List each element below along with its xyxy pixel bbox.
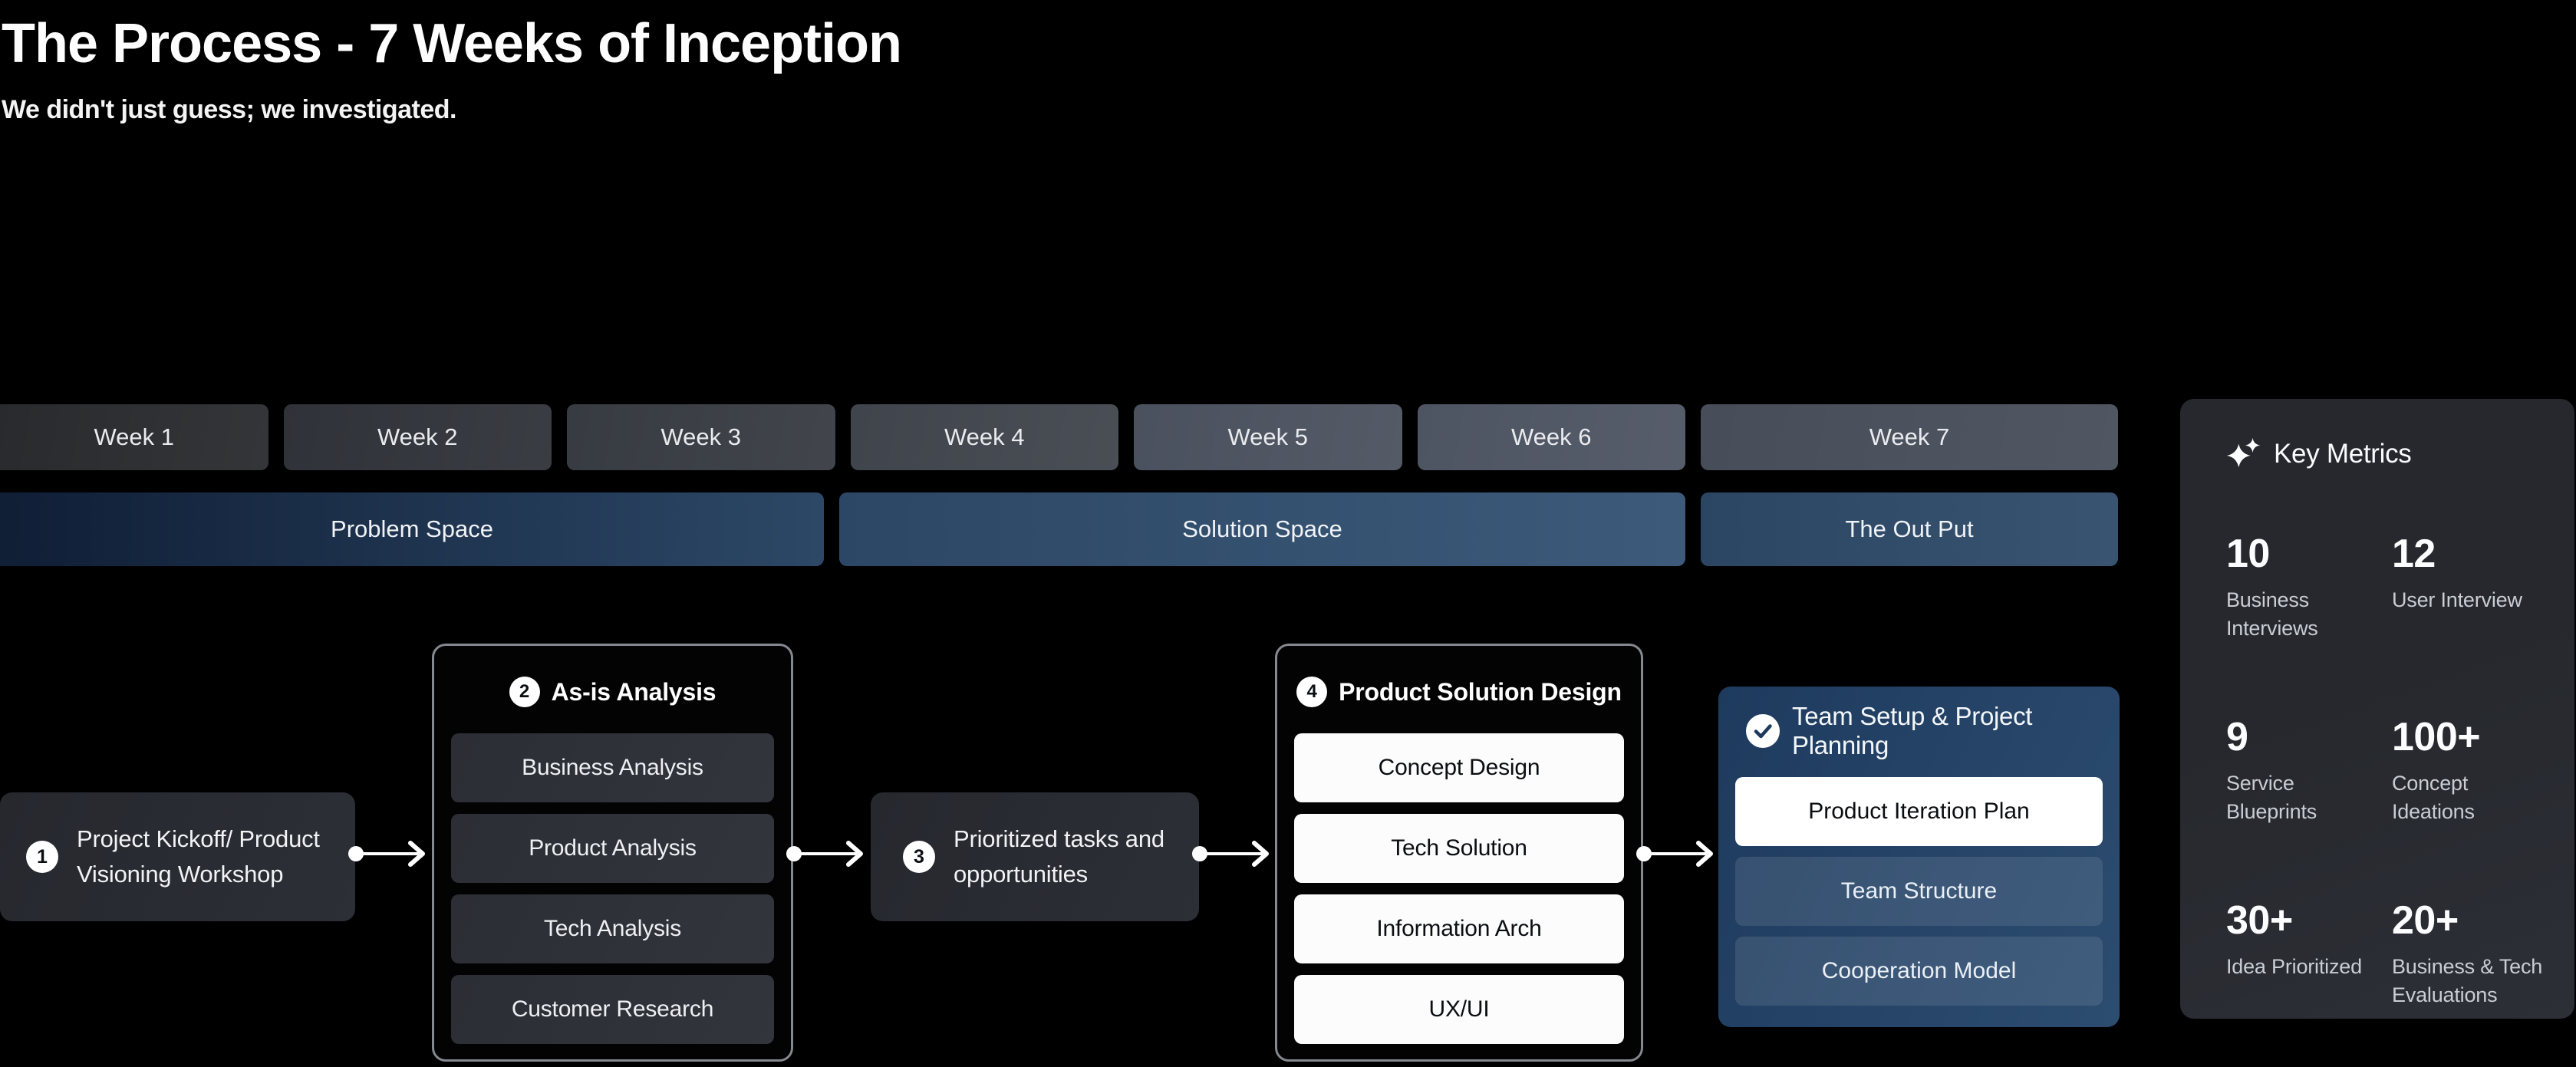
phase-label: The Out Put (1845, 515, 1974, 542)
team-item: Product Iteration Plan (1735, 777, 2103, 846)
group-header: 2 As-is Analysis (451, 675, 774, 709)
team-item: Team Structure (1735, 857, 2103, 926)
week-cell-6: Week 6 (1417, 404, 1685, 470)
group-title: As-is Analysis (551, 677, 716, 706)
week-cell-1: Week 1 (0, 404, 268, 470)
week-label: Week 2 (377, 423, 458, 450)
metric-label: User Interview (2392, 588, 2522, 612)
step-number: 3 (914, 845, 924, 868)
week-label: Week 4 (944, 423, 1025, 450)
metric-business-tech-evaluations: 20+ Business & Tech Evaluations (2392, 899, 2544, 1009)
phase-solution-space: Solution Space (839, 492, 1685, 566)
group-title: Product Solution Design (1339, 677, 1622, 706)
flow-card-prioritized-tasks: 3 Prioritized tasks and opportunities (871, 792, 1199, 921)
metric-user-interview: 12 User Interview (2392, 532, 2544, 642)
step-number: 1 (37, 845, 48, 868)
flow-card-label: Prioritized tasks and opportunities (954, 825, 1164, 888)
group-item: Business Analysis (451, 733, 774, 802)
team-panel-header: Team Setup & Project Planning (1735, 702, 2103, 759)
group-item: Concept Design (1294, 733, 1624, 802)
page-subtitle: We didn't just guess; we investigated. (2, 95, 457, 125)
step-number-badge: 1 (26, 841, 58, 873)
weeks-row: Week 1 Week 2 Week 3 Week 4 Week 5 Week … (0, 404, 2118, 470)
phase-the-out-put: The Out Put (1701, 492, 2118, 566)
week-cell-3: Week 3 (567, 404, 835, 470)
team-item: Cooperation Model (1735, 937, 2103, 1006)
phase-label: Problem Space (331, 515, 493, 542)
flow-arrow-icon (1636, 841, 1713, 867)
flow-card-project-kickoff: 1 Project Kickoff/ Product Visioning Wor… (0, 792, 355, 921)
phase-problem-space: Problem Space (0, 492, 824, 566)
metric-service-blueprints: 9 Service Blueprints (2226, 716, 2378, 825)
week-label: Week 5 (1227, 423, 1309, 450)
group-item: Tech Solution (1294, 814, 1624, 883)
week-label: Week 7 (1869, 423, 1950, 450)
metric-label: Idea Prioritized (2226, 955, 2362, 979)
group-header: 4 Product Solution Design (1294, 675, 1624, 709)
key-metrics-title: Key Metrics (2274, 439, 2412, 469)
metric-idea-prioritized: 30+ Idea Prioritized (2226, 899, 2378, 1009)
metric-value: 100+ (2392, 715, 2481, 760)
metric-value: 12 (2392, 532, 2436, 576)
sparkle-icon (2226, 437, 2261, 468)
step-number-badge: 3 (903, 841, 935, 873)
group-item: Information Arch (1294, 894, 1624, 963)
flow-group-as-is-analysis: 2 As-is Analysis Business Analysis Produ… (432, 644, 793, 1062)
key-metrics-panel: Key Metrics 10 Business Interviews 12 Us… (2180, 399, 2574, 1019)
flow-arrow-icon (786, 841, 863, 867)
week-cell-2: Week 2 (283, 404, 552, 470)
metric-label: Business Interviews (2226, 588, 2318, 640)
step-number-badge: 2 (509, 677, 540, 707)
group-items: Concept Design Tech Solution Information… (1294, 733, 1624, 1044)
group-item: UX/UI (1294, 975, 1624, 1044)
key-metrics-header: Key Metrics (2226, 436, 2544, 473)
group-item: Tech Analysis (451, 894, 774, 963)
week-cell-4: Week 4 (850, 404, 1118, 470)
week-cell-7: Week 7 (1701, 404, 2118, 470)
group-items: Business Analysis Product Analysis Tech … (451, 733, 774, 1044)
metric-business-interviews: 10 Business Interviews (2226, 532, 2378, 642)
metric-label: Concept Ideations (2392, 772, 2475, 823)
week-label: Week 3 (660, 423, 742, 450)
week-cell-5: Week 5 (1134, 404, 1402, 470)
team-panel-title: Team Setup & Project Planning (1792, 702, 2033, 759)
group-item: Customer Research (451, 975, 774, 1044)
step-number-badge: 4 (1296, 677, 1328, 707)
metric-value: 10 (2226, 532, 2270, 576)
check-icon (1746, 714, 1780, 748)
flow-card-label: Project Kickoff/ Product Visioning Works… (77, 825, 320, 888)
phase-label: Solution Space (1182, 515, 1342, 542)
week-label: Week 1 (94, 423, 175, 450)
slide-header: The Process - 7 Weeks of Inception We di… (2, 11, 902, 125)
team-panel-items: Product Iteration Plan Team Structure Co… (1735, 777, 2103, 1006)
flow-arrow-icon (348, 841, 425, 867)
metric-label: Service Blueprints (2226, 772, 2317, 823)
flow-group-product-solution-design: 4 Product Solution Design Concept Design… (1275, 644, 1643, 1062)
key-metrics-grid: 10 Business Interviews 12 User Interview… (2226, 532, 2544, 1009)
metric-value: 20+ (2392, 898, 2459, 944)
metric-concept-ideations: 100+ Concept Ideations (2392, 716, 2544, 825)
flow-arrow-icon (1192, 841, 1269, 867)
week-label: Week 6 (1510, 423, 1592, 450)
metric-value: 9 (2226, 715, 2248, 760)
metric-label: Business & Tech Evaluations (2392, 955, 2543, 1006)
team-setup-panel: Team Setup & Project Planning Product It… (1718, 687, 2120, 1027)
step-number: 4 (1306, 681, 1317, 702)
step-number: 2 (519, 681, 530, 702)
metric-value: 30+ (2226, 898, 2293, 944)
group-item: Product Analysis (451, 814, 774, 883)
phases-row: Problem Space Solution Space The Out Put (0, 492, 2118, 566)
page-title: The Process - 7 Weeks of Inception (2, 13, 902, 74)
